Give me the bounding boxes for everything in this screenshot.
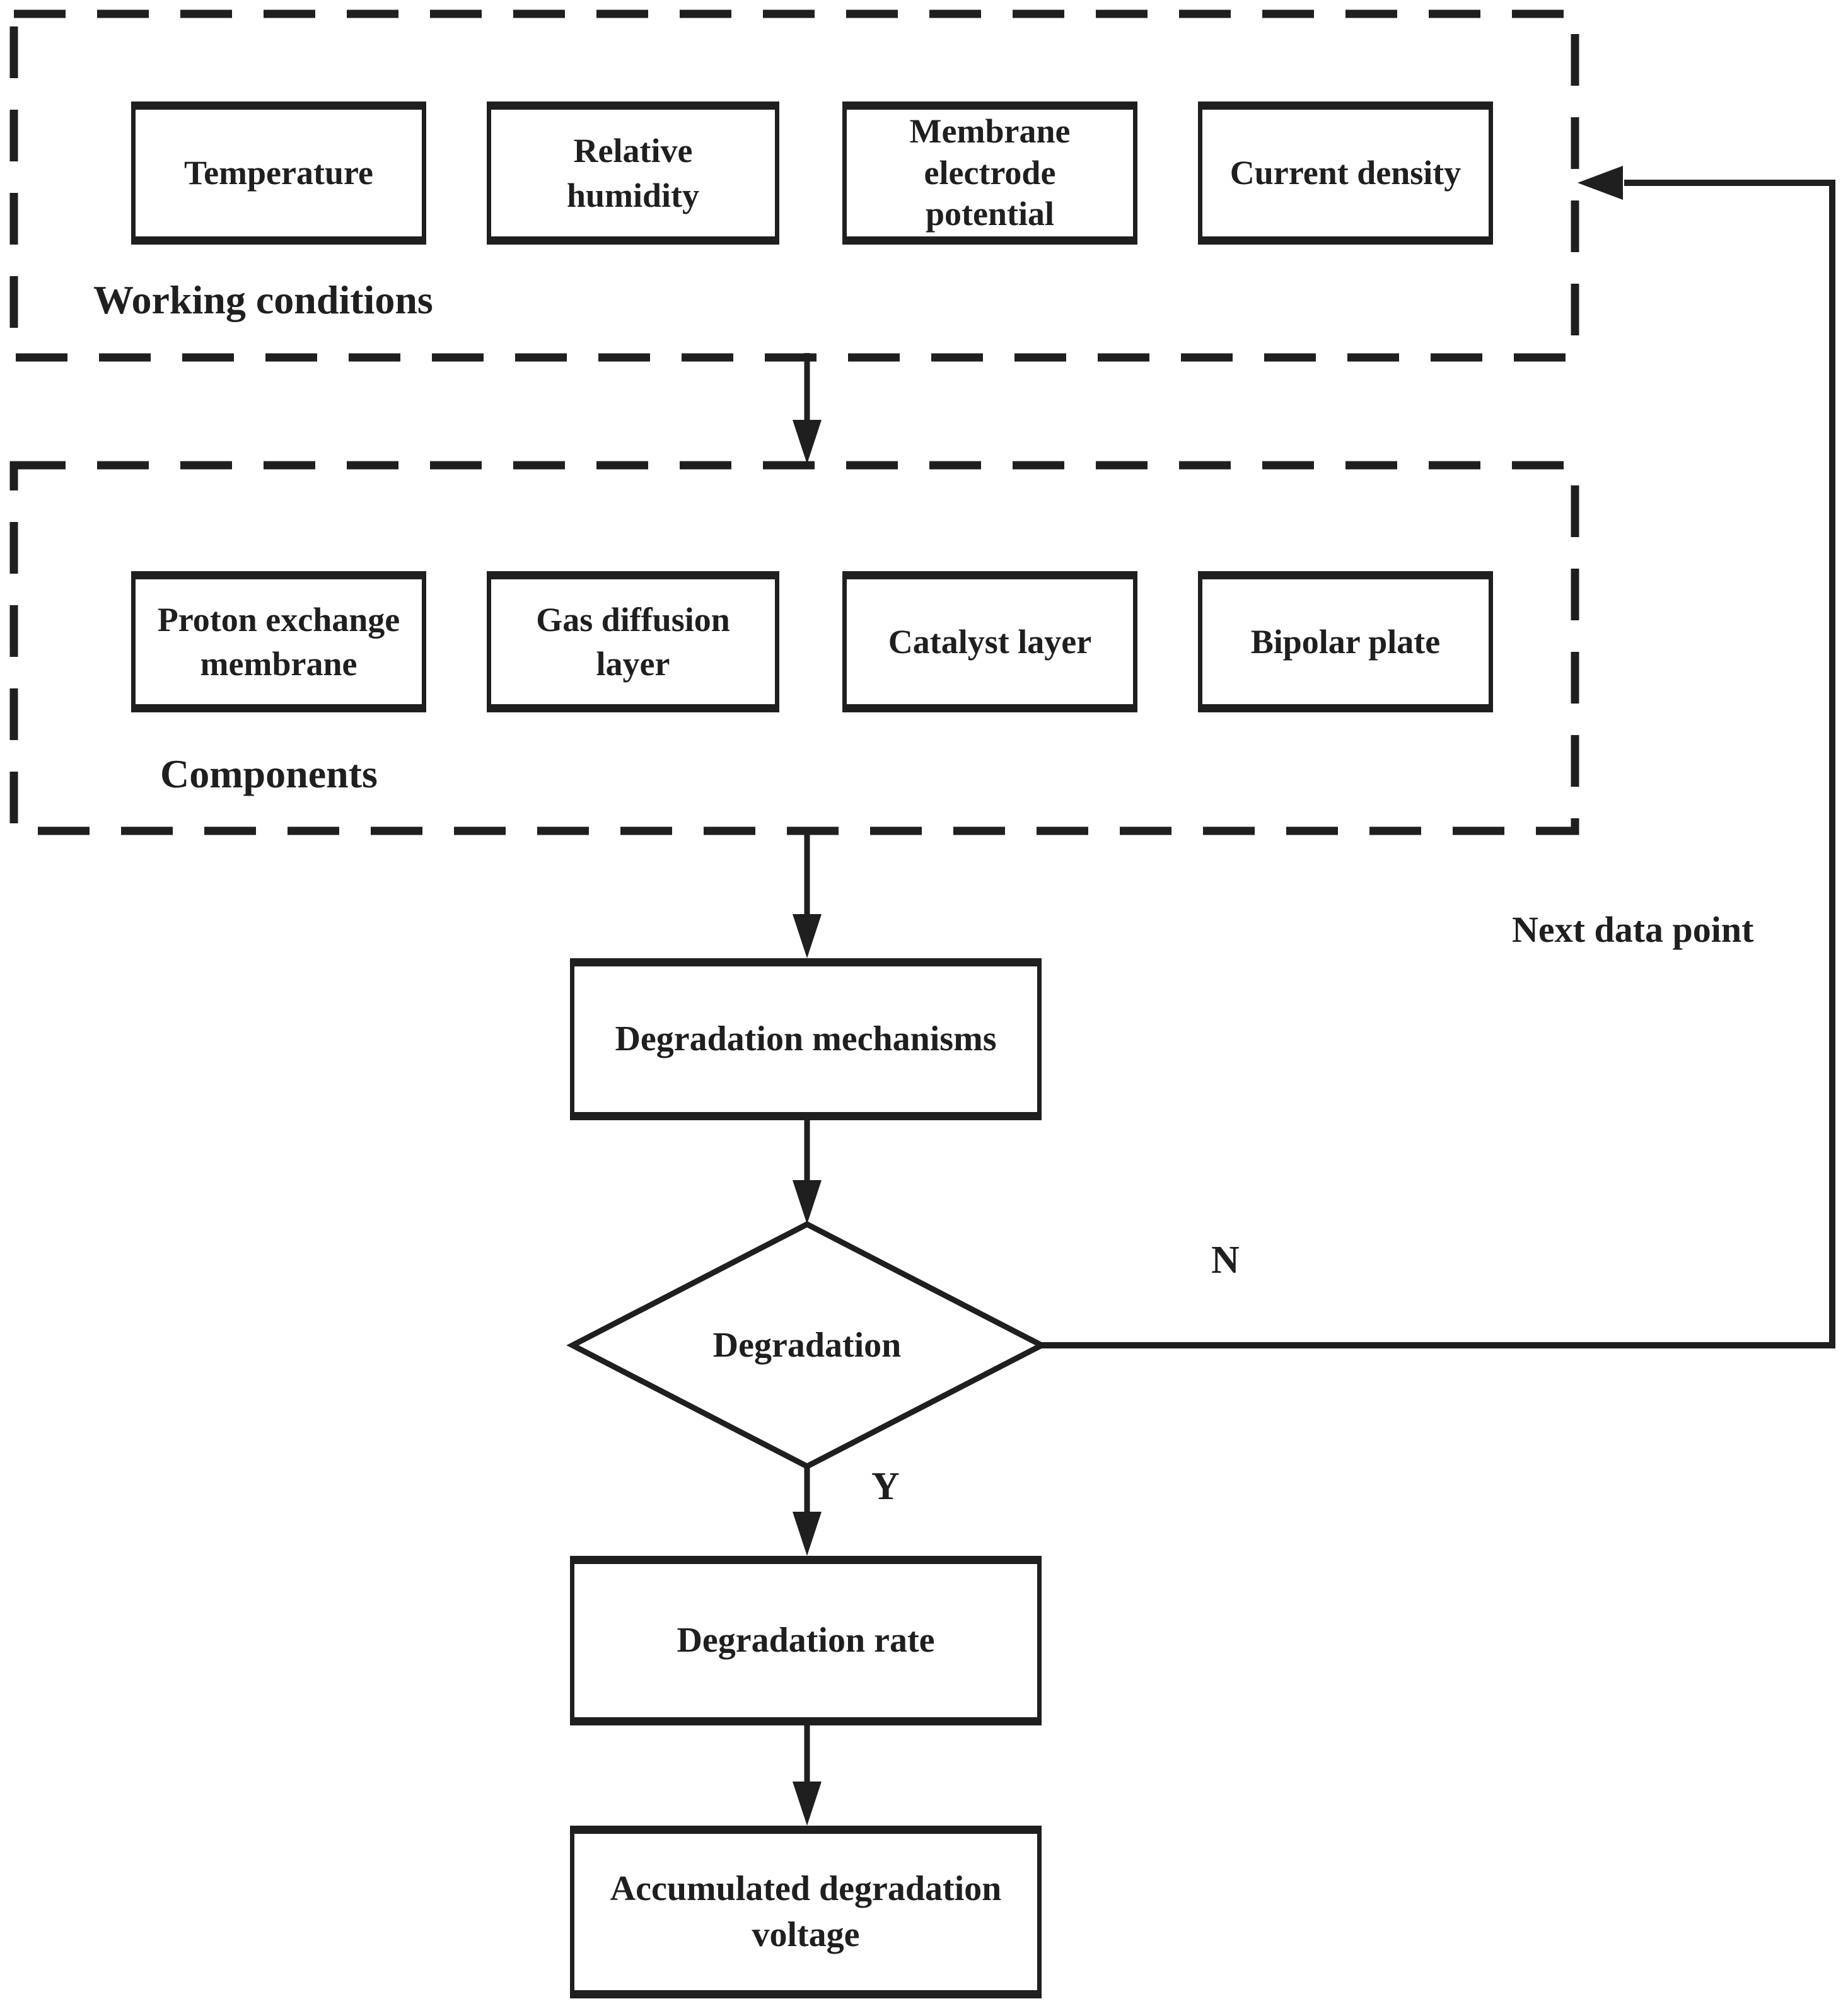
working-conditions-group-outline bbox=[9, 9, 1579, 362]
node-membrane-electrode-potential: Membrane electrode potential bbox=[842, 101, 1137, 245]
node-degradation-mechanisms: Degradation mechanisms bbox=[570, 958, 1042, 1120]
edge-label-yes: Y bbox=[871, 1465, 900, 1508]
node-bipolar-plate: Bipolar plate bbox=[1198, 571, 1493, 712]
working-conditions-group-label: Working conditions bbox=[93, 277, 433, 322]
arrow-down-icon bbox=[793, 914, 822, 958]
node-gas-diffusion-layer: Gas diffusion layer bbox=[487, 571, 779, 712]
node-degradation-rate: Degradation rate bbox=[570, 1556, 1042, 1725]
node-catalyst-layer: Catalyst layer bbox=[842, 571, 1137, 712]
node-relative-humidity: Relative humidity bbox=[487, 101, 779, 245]
loop-connector bbox=[1042, 180, 1835, 1348]
node-proton-exchange-membrane: Proton exchange membrane bbox=[131, 571, 426, 712]
node-temperature: Temperature bbox=[131, 101, 426, 245]
loop-label-next-data-point: Next data point bbox=[1512, 909, 1754, 950]
arrow-left-icon bbox=[1578, 166, 1623, 200]
node-current-density: Current density bbox=[1198, 101, 1493, 245]
arrow-down-icon bbox=[793, 420, 822, 464]
node-accumulated-degradation-voltage: Accumulated degradation voltage bbox=[570, 1826, 1042, 1998]
arrow-down-icon bbox=[793, 1782, 822, 1826]
edge-label-no: N bbox=[1211, 1239, 1240, 1282]
arrow-down-icon bbox=[793, 1512, 822, 1556]
components-group-label: Components bbox=[160, 751, 378, 796]
arrow-down-icon bbox=[793, 1180, 822, 1224]
components-group-outline bbox=[9, 461, 1579, 835]
decision-label: Degradation bbox=[712, 1326, 902, 1365]
